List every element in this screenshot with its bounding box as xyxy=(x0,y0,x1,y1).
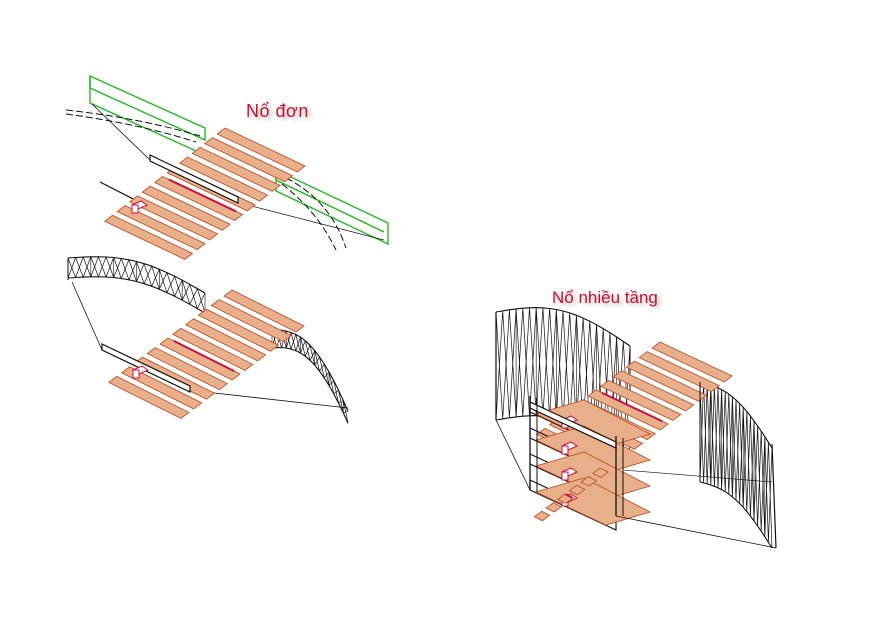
mesh-diagonals-cross xyxy=(699,381,773,543)
plank-stack-bottom xyxy=(533,467,609,522)
plank xyxy=(625,360,708,402)
dashed-trajectory-right-b xyxy=(281,183,337,251)
dashed-trajectory-left-b xyxy=(65,113,197,143)
charge-line xyxy=(173,339,235,373)
label-single-blast: Nổ đơn xyxy=(246,101,309,121)
plank xyxy=(197,308,280,352)
plank xyxy=(580,476,598,487)
plank xyxy=(141,185,231,231)
plank xyxy=(103,214,194,260)
detonator-level xyxy=(560,467,579,481)
plank-stack-arch xyxy=(108,289,305,419)
plank xyxy=(128,195,219,241)
detonator-level xyxy=(560,441,579,455)
mesh-diagonals xyxy=(271,328,349,424)
dashed-trajectory-right-a xyxy=(285,177,347,249)
cross-beam-single xyxy=(149,154,239,204)
dashed-trajectory-left-a xyxy=(65,109,201,137)
multi-level-blast-assembly xyxy=(495,307,777,549)
level-plank-band xyxy=(534,477,652,526)
plank xyxy=(216,127,306,173)
plank xyxy=(651,341,733,383)
label-multi-level-blast: Nổ nhiều tầng xyxy=(552,288,658,307)
mesh-wall-right xyxy=(699,381,773,549)
connector-line xyxy=(235,201,385,241)
plank xyxy=(172,327,254,371)
plank xyxy=(120,366,203,410)
mesh-diagonals xyxy=(699,382,773,549)
plank xyxy=(116,205,206,251)
detonator-single xyxy=(130,200,149,214)
mesh-diagonals-cross xyxy=(271,328,349,414)
plank xyxy=(600,379,682,421)
single-blast-assembly xyxy=(65,74,389,260)
arch-wall-right xyxy=(271,328,349,424)
plank xyxy=(568,484,586,496)
plank xyxy=(533,510,551,522)
beam-face xyxy=(149,154,239,204)
arch-wall-left xyxy=(67,255,206,314)
cross-beam-arch xyxy=(101,343,191,393)
detonator-box xyxy=(561,471,569,481)
plank xyxy=(191,146,281,192)
detonator-box xyxy=(561,445,569,455)
plank xyxy=(203,137,294,183)
detonator-arch xyxy=(131,365,150,379)
charge-line xyxy=(168,178,237,213)
connector-line xyxy=(615,515,777,549)
plank-stack-single xyxy=(103,127,306,260)
plank xyxy=(210,299,293,343)
guide-panel-left-top xyxy=(89,74,206,142)
plank xyxy=(184,318,267,362)
wall-edge xyxy=(771,443,777,549)
guide-panel-left-side xyxy=(89,76,206,156)
plank xyxy=(223,289,305,333)
plank xyxy=(612,370,695,412)
plank xyxy=(545,502,563,513)
detonator-box xyxy=(131,204,139,214)
plank xyxy=(146,347,229,391)
detonator-box xyxy=(132,369,140,379)
guide-panel-right-inner xyxy=(275,170,385,233)
plank xyxy=(108,375,190,419)
connector-line xyxy=(71,281,103,351)
beam-face xyxy=(101,343,191,393)
connector-line xyxy=(622,469,773,483)
plank xyxy=(638,351,721,393)
single-blast-arch-assembly xyxy=(67,255,349,424)
charge-line xyxy=(601,391,663,423)
connector-line xyxy=(495,419,531,491)
plank xyxy=(591,467,609,478)
plank xyxy=(178,156,269,202)
connector-line xyxy=(91,103,151,161)
charge-line xyxy=(565,493,573,499)
